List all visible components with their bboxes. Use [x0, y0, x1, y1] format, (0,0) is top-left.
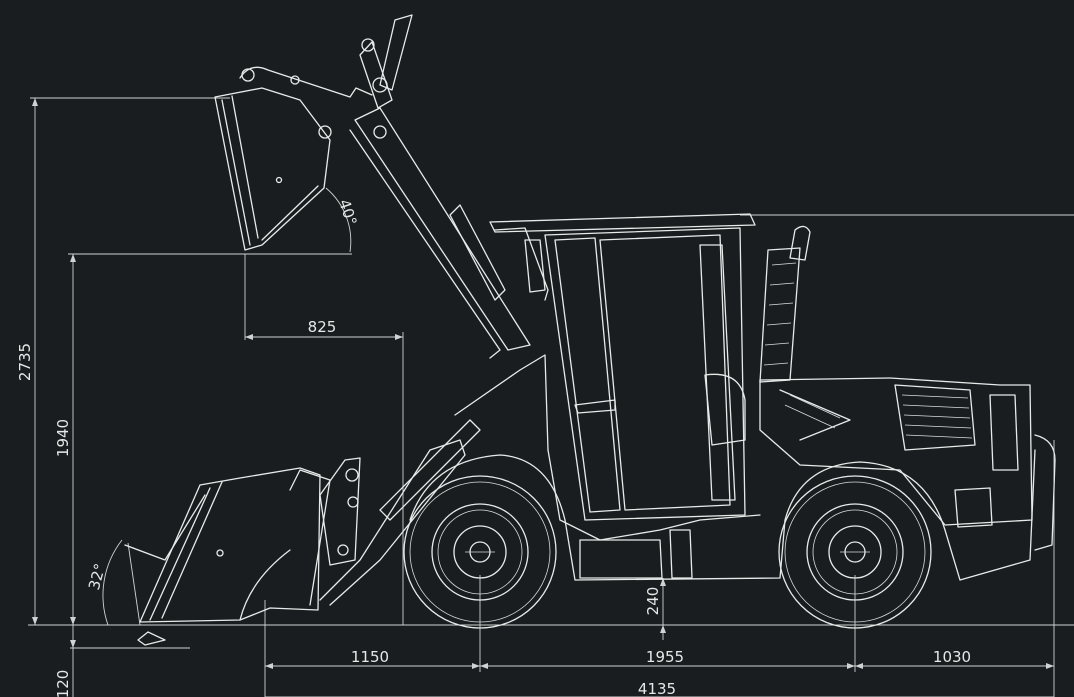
label-hinge-height: 1940 [54, 419, 72, 457]
label-total-height: 2735 [16, 343, 34, 381]
label-dump-angle: 40° [335, 197, 360, 228]
label-dig-depth: 120 [54, 670, 72, 697]
label-wheelbase: 1955 [646, 648, 684, 666]
dim-hinge-height [68, 253, 352, 625]
chassis [409, 449, 1036, 581]
dim-reach [244, 254, 404, 625]
exhaust-pipe [759, 225, 811, 383]
raised-boom [349, 14, 531, 359]
rear-wheel [778, 475, 932, 629]
label-front-overhang: 1150 [351, 648, 389, 666]
dim-dig-depth [70, 625, 76, 697]
dim-total-height [30, 97, 230, 625]
label-ground-clearance: 240 [644, 587, 662, 616]
label-rollback-angle: 32° [85, 562, 109, 592]
dim-ground-clearance [660, 578, 666, 640]
engine-hood [759, 377, 1056, 551]
label-rear-overhang: 1030 [933, 648, 971, 666]
front-wheel [403, 475, 557, 629]
lowered-boom [319, 354, 549, 606]
raised-bucket [214, 66, 373, 251]
label-reach: 825 [308, 318, 337, 336]
dim-rollback-angle [102, 539, 141, 626]
label-overall-length: 4135 [638, 680, 676, 697]
dim-dump-angle [245, 187, 352, 255]
lowered-bucket [124, 467, 331, 646]
cab [489, 213, 756, 521]
